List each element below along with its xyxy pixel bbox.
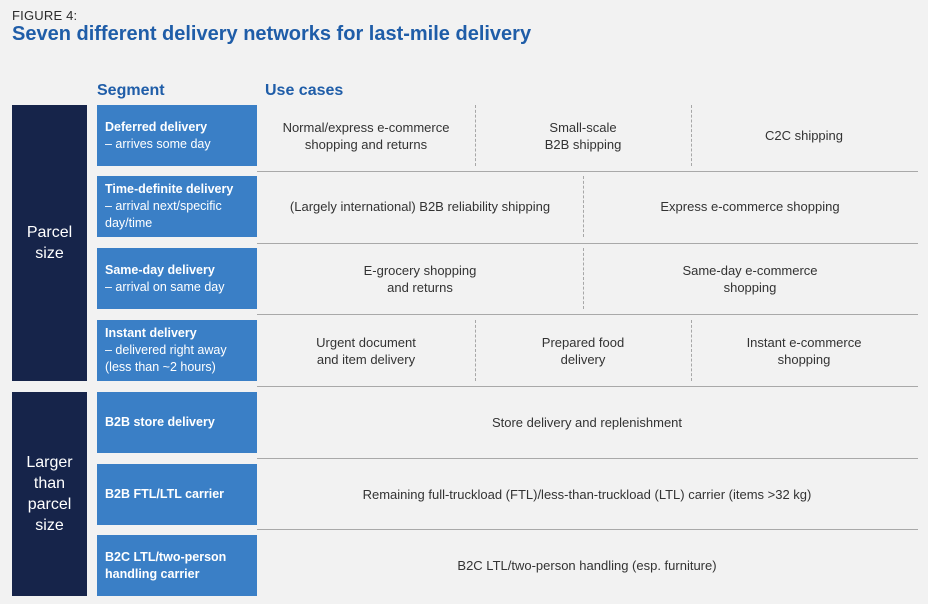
cell-divider	[475, 105, 476, 166]
use-case-line: shopping	[777, 351, 831, 367]
group-label-line: parcel	[27, 496, 72, 513]
use-case-line: B2C LTL/two-person handling (esp. furnit…	[457, 558, 717, 573]
group-label-line: than	[33, 475, 66, 492]
use-case-cell: B2C LTL/two-person handling (esp. furnit…	[257, 535, 917, 596]
segment-title: B2B store delivery	[105, 415, 215, 429]
segment-title: Time-definite delivery	[105, 182, 234, 196]
group-label-line: Parcel	[26, 224, 73, 241]
use-case-line: (Largely international) B2B reliability …	[289, 199, 551, 214]
group-label-line: size	[35, 517, 64, 534]
group-label-line: Larger	[26, 454, 73, 471]
use-case-line: delivery	[560, 351, 606, 367]
use-case-line: Store delivery and replenishment	[491, 415, 683, 430]
row-divider	[257, 243, 918, 244]
segment-detail: – arrival next/specific day/time	[105, 199, 222, 230]
segment-same-day-delivery: Same-day delivery – arrival on same day	[97, 248, 257, 309]
cell-divider	[583, 176, 584, 237]
segment-header: Segment	[97, 82, 165, 99]
use-case-line: and item delivery	[316, 351, 416, 367]
use-case-cell: Remaining full-truckload (FTL)/less-than…	[257, 464, 917, 525]
use-case-line: and returns	[387, 279, 453, 295]
segment-deferred-delivery: Deferred delivery – arrives some day	[97, 105, 257, 166]
use-case-line: B2B shipping	[544, 136, 622, 152]
group-label-line: size	[35, 245, 64, 262]
use-case-line: C2C shipping	[764, 128, 844, 143]
segment-instant-delivery: Instant delivery – delivered right away …	[97, 320, 257, 381]
use-case-line: Express e-commerce shopping	[660, 199, 840, 214]
row-divider	[257, 458, 918, 459]
use-case-line: Remaining full-truckload (FTL)/less-than…	[362, 487, 812, 502]
cell-divider	[691, 105, 692, 166]
segment-time-definite-delivery: Time-definite delivery – arrival next/sp…	[97, 176, 257, 237]
segment-b2b-store-delivery: B2B store delivery	[97, 392, 257, 453]
segment-b2b-ftl-ltl-carrier: B2B FTL/LTL carrier	[97, 464, 257, 525]
use-cases-header: Use cases	[265, 82, 344, 99]
use-case-line: shopping and returns	[304, 136, 428, 152]
use-case-cell: (Largely international) B2B reliability …	[257, 176, 583, 237]
segment-title: B2B FTL/LTL carrier	[105, 487, 225, 501]
use-case-line: Normal/express e-commerce	[282, 119, 450, 135]
row-divider	[257, 386, 918, 387]
use-case-cell: Store delivery and replenishment	[257, 392, 917, 453]
cell-divider	[475, 320, 476, 381]
figure-label: FIGURE 4:	[12, 8, 78, 23]
segment-detail: – delivered right away (less than ~2 hou…	[105, 343, 227, 374]
use-case-line: Prepared food	[541, 334, 625, 350]
use-case-line: shopping	[723, 279, 777, 295]
use-case-cell: Express e-commerce shopping	[583, 176, 917, 237]
segment-b2c-ltl-two-person-carrier: B2C LTL/two-person handling carrier	[97, 535, 257, 596]
cell-divider	[691, 320, 692, 381]
use-case-line: E-grocery shopping	[363, 262, 477, 278]
group-larger-than-parcel: Larger than parcel size	[12, 392, 87, 596]
segment-title: B2C LTL/two-person handling carrier	[105, 549, 227, 581]
row-divider	[257, 529, 918, 530]
use-case-line: Instant e-commerce	[746, 334, 862, 350]
segment-detail: – arrival on same day	[105, 279, 225, 294]
row-divider	[257, 314, 918, 315]
cell-divider	[583, 248, 584, 309]
figure-title: Seven different delivery networks for la…	[12, 23, 532, 45]
segment-detail: – arrives some day	[105, 136, 211, 151]
use-case-line: Urgent document	[316, 334, 416, 350]
segment-title: Same-day delivery	[105, 262, 215, 277]
use-case-line: Same-day e-commerce	[682, 262, 818, 278]
segment-title: Deferred delivery	[105, 119, 208, 134]
segment-title: Instant delivery	[105, 326, 197, 340]
row-divider	[257, 171, 918, 172]
use-case-cell: C2C shipping	[691, 105, 917, 166]
use-case-line: Small-scale	[549, 119, 617, 135]
group-parcel-size: Parcel size	[12, 105, 87, 381]
